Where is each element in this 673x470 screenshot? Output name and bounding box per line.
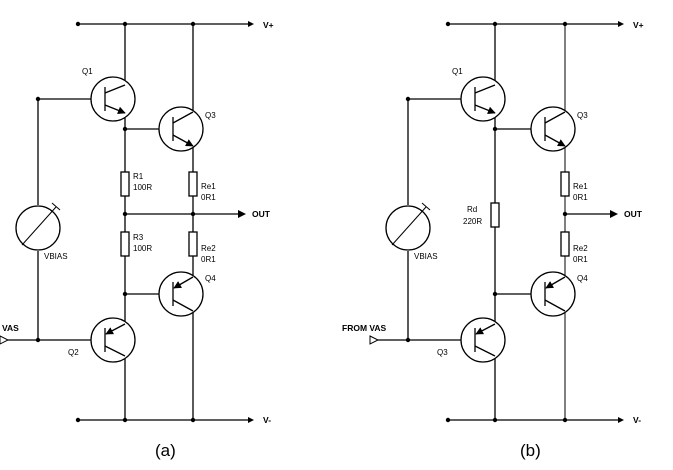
caption-a: (a)	[155, 441, 176, 460]
transistor-q4-a	[158, 271, 204, 317]
resistor-re1-b	[560, 171, 570, 197]
rail-neg-label-b: V-	[633, 415, 641, 425]
circuit-a: V+ V- VAS VBIAS	[0, 20, 274, 460]
q3-label-a: Q3	[205, 111, 216, 120]
re2-name-a: Re2	[201, 244, 216, 253]
transistor-q3-b	[530, 106, 576, 152]
out-label-a: OUT	[252, 209, 271, 219]
rail-pos-label-b: V+	[633, 20, 644, 30]
vbias-symbol-b	[385, 202, 431, 251]
transistor-q3-a	[158, 106, 204, 152]
rd-value: 220R	[463, 217, 482, 226]
resistor-re1-a	[188, 171, 198, 197]
r3-value: 100R	[133, 244, 152, 253]
vas-input-arrow-b	[369, 335, 380, 345]
vbias-symbol-a	[15, 202, 61, 251]
q3-label-b: Q3	[577, 111, 588, 120]
rd-name: Rd	[467, 205, 477, 214]
r1-value: 100R	[133, 183, 152, 192]
re1-name-b: Re1	[573, 182, 588, 191]
r1-name: R1	[133, 172, 144, 181]
resistor-re2-a	[188, 231, 198, 257]
resistor-r3	[120, 231, 130, 257]
rail-pos-label-a: V+	[263, 20, 274, 30]
input-label-a: VAS	[2, 323, 19, 333]
q3-bottom-label-b: Q3	[437, 348, 448, 357]
transistor-q3-bottom-b	[460, 317, 506, 363]
re2-value-b: 0R1	[573, 255, 588, 264]
transistor-q2-a	[90, 317, 136, 363]
vbias-label-b: VBIAS	[414, 252, 438, 261]
transistor-q1-b	[460, 76, 506, 122]
re1-value-a: 0R1	[201, 193, 216, 202]
re1-name-a: Re1	[201, 182, 216, 191]
caption-b: (b)	[520, 441, 541, 460]
vbias-label-a: VBIAS	[44, 252, 68, 261]
rail-neg-label-a: V-	[263, 415, 271, 425]
circuit-b: V+ V- FROM VAS VBIAS	[342, 20, 644, 460]
resistor-re2-b	[560, 231, 570, 257]
re1-value-b: 0R1	[573, 193, 588, 202]
q2-label-a: Q2	[68, 348, 79, 357]
q4-label-a: Q4	[205, 274, 216, 283]
re2-value-a: 0R1	[201, 255, 216, 264]
re2-name-b: Re2	[573, 244, 588, 253]
q1-label-b: Q1	[452, 67, 463, 76]
q4-label-b: Q4	[577, 274, 588, 283]
transistor-q1-a	[90, 76, 136, 122]
transistor-q4-b	[530, 271, 576, 317]
vas-input-arrow-a	[0, 335, 10, 345]
resistor-rd	[490, 202, 500, 228]
out-label-b: OUT	[624, 209, 643, 219]
resistor-r1	[120, 171, 130, 197]
input-label-b: FROM VAS	[342, 323, 387, 333]
r3-name: R3	[133, 233, 144, 242]
q1-label-a: Q1	[82, 67, 93, 76]
